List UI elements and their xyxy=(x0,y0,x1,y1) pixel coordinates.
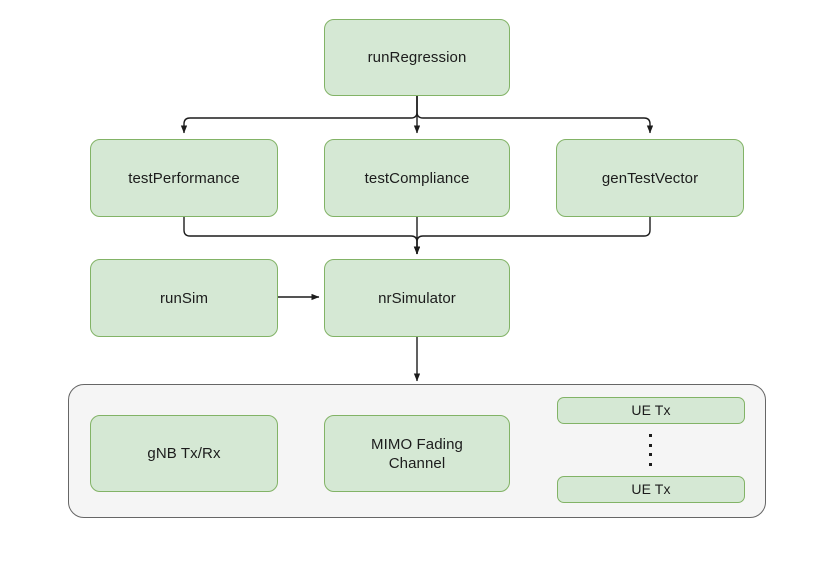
node-test-performance[interactable]: testPerformance xyxy=(90,139,278,217)
node-mimo-fading-channel[interactable]: MIMO Fading Channel xyxy=(324,415,510,492)
node-test-compliance[interactable]: testCompliance xyxy=(324,139,510,217)
node-nr-simulator[interactable]: nrSimulator xyxy=(324,259,510,337)
edge-testperformance-nrsimulator xyxy=(183,217,421,255)
node-ue-tx-bottom[interactable]: UE Tx xyxy=(557,476,745,503)
edge-runregression-gentestvector xyxy=(416,96,654,134)
node-gen-test-vector[interactable]: genTestVector xyxy=(556,139,744,217)
node-run-sim[interactable]: runSim xyxy=(90,259,278,337)
edge-runregression-testperformance xyxy=(180,96,418,134)
node-ue-tx-top[interactable]: UE Tx xyxy=(557,397,745,424)
node-run-regression[interactable]: runRegression xyxy=(324,19,510,96)
node-gnb-tx-rx[interactable]: gNB Tx/Rx xyxy=(90,415,278,492)
vertical-ellipsis-icon xyxy=(648,434,653,466)
edge-gentestvector-nrsimulator xyxy=(413,217,651,255)
